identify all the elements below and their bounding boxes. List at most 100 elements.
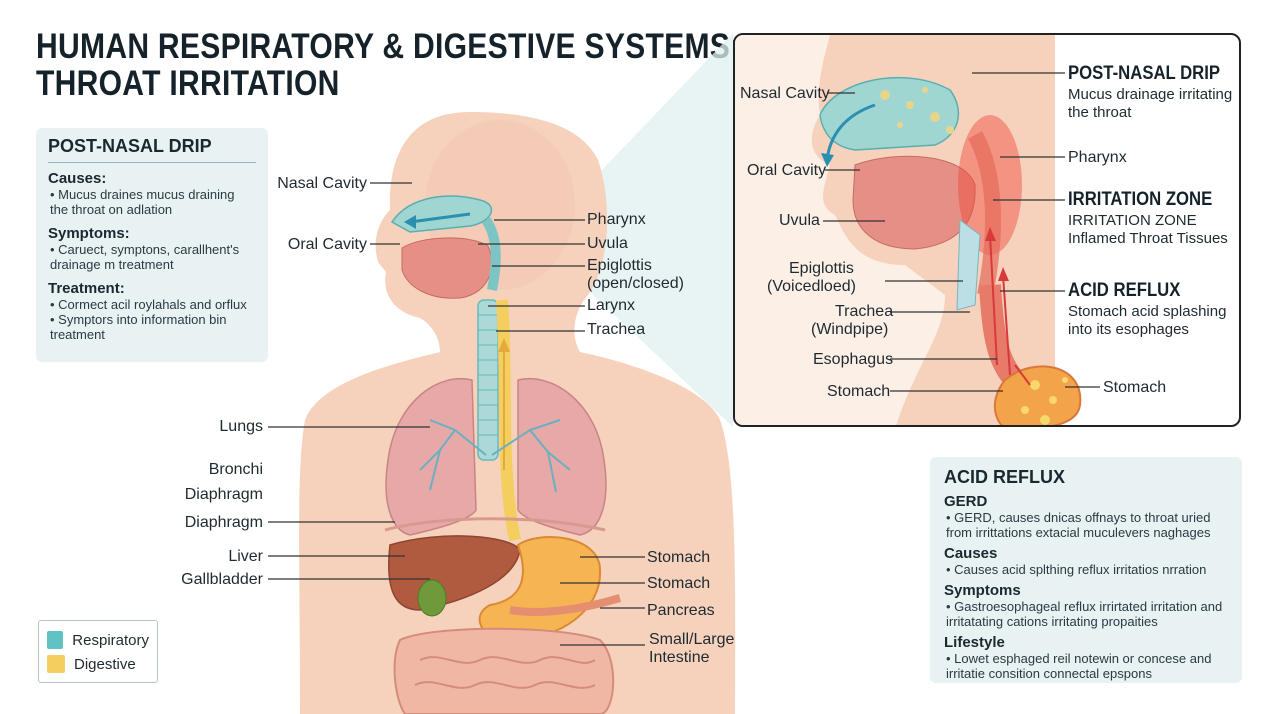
nasal-cavity-shape bbox=[390, 195, 493, 233]
acid-lifestyle-label: Lifestyle bbox=[944, 634, 1005, 651]
pharynx-tube bbox=[481, 217, 501, 291]
label-epiglottis: Epiglottis bbox=[587, 257, 652, 274]
acid-reflux-card: ACID REFLUX GERD • GERD, causes dnicas o… bbox=[930, 457, 1242, 683]
acid-causes-label: Causes bbox=[944, 545, 998, 562]
bronchi-tree bbox=[419, 419, 571, 493]
legend-label-respiratory: Respiratory bbox=[72, 631, 149, 649]
inset-label-uvula: Uvula bbox=[779, 212, 820, 229]
throat-closeup-inset: Nasal Cavity Oral Cavity Uvula Epiglotti… bbox=[733, 33, 1241, 427]
inset-label-nasal-cavity: Nasal Cavity bbox=[740, 85, 830, 102]
left-lung bbox=[385, 378, 477, 536]
diaphragm-shape bbox=[384, 517, 606, 532]
acid-symptoms-label: Symptoms bbox=[944, 582, 1021, 599]
label-larynx: Larynx bbox=[587, 297, 636, 314]
inset-label-stomach-left: Stomach bbox=[827, 383, 891, 400]
label-liver: Liver bbox=[228, 548, 263, 565]
label-trachea: Trachea bbox=[587, 321, 646, 338]
legend-swatch-digestive bbox=[47, 655, 65, 673]
acid-bubbles bbox=[1021, 377, 1068, 425]
mucus-droplets bbox=[880, 87, 954, 134]
inset-pnd-text-2: the throat bbox=[1068, 104, 1132, 121]
page-title: HUMAN RESPIRATORY & DIGESTIVE SYSTEMS: T… bbox=[36, 28, 740, 102]
label-nasal-cavity: Nasal Cavity bbox=[277, 175, 367, 192]
right-lung bbox=[517, 378, 607, 536]
inset-label-pharynx: Pharynx bbox=[1068, 149, 1127, 166]
pnd-causes-text: • Mucus draines mucus draining the throa… bbox=[50, 187, 235, 217]
pnd-treatment-label: Treatment: bbox=[48, 280, 125, 297]
label-pharynx: Pharynx bbox=[587, 211, 646, 228]
pnd-symptoms-text: • Caruect, symptons, carallhent's draina… bbox=[50, 242, 240, 272]
airflow-arrow-nasal bbox=[409, 212, 471, 224]
inset-label-epiglottis-voiced: (Voicedloed) bbox=[767, 278, 856, 295]
pnd-card-heading: POST-NASAL DRIP bbox=[48, 136, 256, 163]
pnd-treatment-text-1: • Cormect acil roylahals and orflux bbox=[50, 297, 247, 312]
pancreas-shape bbox=[509, 594, 622, 616]
intestines-shape bbox=[393, 627, 615, 714]
title-line-2: THROAT IRRITATION bbox=[36, 64, 340, 103]
oral-cavity-shape bbox=[401, 237, 493, 299]
inset-label-stomach-right: Stomach bbox=[1103, 379, 1167, 396]
label-bronchi: Bronchi bbox=[208, 461, 263, 478]
inset-label-trachea: Trachea bbox=[835, 303, 894, 320]
label-stomach-2: Stomach bbox=[647, 575, 711, 592]
acid-causes-text: • Causes acid splthing reflux irritatios… bbox=[946, 562, 1207, 577]
label-diaphragm-1: Diaphragm bbox=[184, 486, 263, 503]
trachea-shape bbox=[477, 299, 499, 461]
title-line-1: HUMAN RESPIRATORY & DIGESTIVE SYSTEMS: bbox=[36, 27, 741, 66]
label-pancreas: Pancreas bbox=[647, 602, 715, 619]
label-small-large: Small/Large bbox=[649, 631, 735, 648]
inset-acid-heading: ACID REFLUX bbox=[1068, 280, 1181, 301]
inset-label-windpipe: (Windpipe) bbox=[811, 321, 889, 338]
trachea-rings bbox=[478, 314, 498, 436]
label-oral-cavity: Oral Cavity bbox=[287, 236, 367, 253]
label-lungs: Lungs bbox=[219, 418, 263, 435]
acid-card-heading: ACID REFLUX bbox=[944, 467, 1065, 487]
inset-pnd-heading: POST-NASAL DRIP bbox=[1068, 63, 1221, 84]
label-uvula: Uvula bbox=[587, 235, 628, 252]
label-diaphragm-2: Diaphragm bbox=[184, 514, 263, 531]
inset-pharynx bbox=[967, 131, 1001, 297]
acid-lifestyle-text: • Lowet esphaged reil notewin or concese… bbox=[946, 651, 1212, 681]
inset-irritation-text-1: IRRITATION ZONE bbox=[1068, 212, 1197, 229]
pnd-causes-label: Causes: bbox=[48, 170, 107, 187]
inset-airflow-arrowhead bbox=[821, 153, 834, 167]
throat-closeup-illustration bbox=[735, 35, 1100, 425]
inset-acid-text-1: Stomach acid splashing bbox=[1068, 303, 1227, 320]
intestine-folds bbox=[414, 656, 596, 689]
label-stomach-1: Stomach bbox=[647, 549, 711, 566]
inset-leader-lines bbox=[823, 72, 1100, 392]
reflux-arrowhead-1 bbox=[985, 227, 996, 241]
inset-label-oral-cavity: Oral Cavity bbox=[747, 162, 827, 179]
post-nasal-drip-card: POST-NASAL DRIP Causes: • Mucus draines … bbox=[36, 128, 268, 362]
legend: Respiratory Digestive bbox=[38, 620, 158, 683]
acid-gerd-label: GERD bbox=[944, 493, 988, 510]
label-gallbladder: Gallbladder bbox=[181, 571, 263, 588]
inset-irritation-heading: IRRITATION ZONE bbox=[1068, 189, 1213, 210]
reflux-arrows bbox=[989, 234, 1031, 386]
inset-nasal-cavity bbox=[819, 76, 960, 151]
airflow-arrowhead bbox=[404, 215, 416, 229]
zoom-connector bbox=[535, 33, 733, 427]
gallbladder-shape bbox=[417, 579, 447, 617]
inset-epiglottis bbox=[956, 219, 981, 311]
legend-swatch-respiratory bbox=[47, 631, 64, 649]
inset-irritation-text-2: Inflamed Throat Tissues bbox=[1068, 230, 1228, 247]
reflux-arrowhead-2 bbox=[998, 267, 1009, 281]
pnd-treatment-text-2: • Symptors into information bin treatmen… bbox=[50, 312, 227, 342]
legend-item-digestive: Digestive bbox=[47, 652, 149, 676]
inset-stomach bbox=[993, 365, 1082, 425]
leader-lines bbox=[268, 182, 645, 646]
inset-acid-text-2: into its esophages bbox=[1068, 321, 1189, 338]
reflux-arrowhead bbox=[498, 338, 510, 352]
legend-item-respiratory: Respiratory bbox=[47, 628, 149, 652]
inset-label-esophagus: Esophagus bbox=[813, 351, 894, 368]
acid-symptoms-text: • Gastroesophageal reflux irrirtated irr… bbox=[946, 599, 1223, 629]
pnd-symptoms-label: Symptoms: bbox=[48, 225, 130, 242]
acid-gerd-text: • GERD, causes dnicas offnays to throat … bbox=[946, 510, 1211, 540]
legend-label-digestive: Digestive bbox=[74, 655, 136, 673]
inset-pnd-text-1: Mucus drainage irritating bbox=[1068, 86, 1233, 103]
label-epiglottis-state: (open/closed) bbox=[587, 275, 684, 292]
inset-airflow-arrow bbox=[825, 103, 876, 161]
label-intestine: Intestine bbox=[649, 649, 710, 666]
